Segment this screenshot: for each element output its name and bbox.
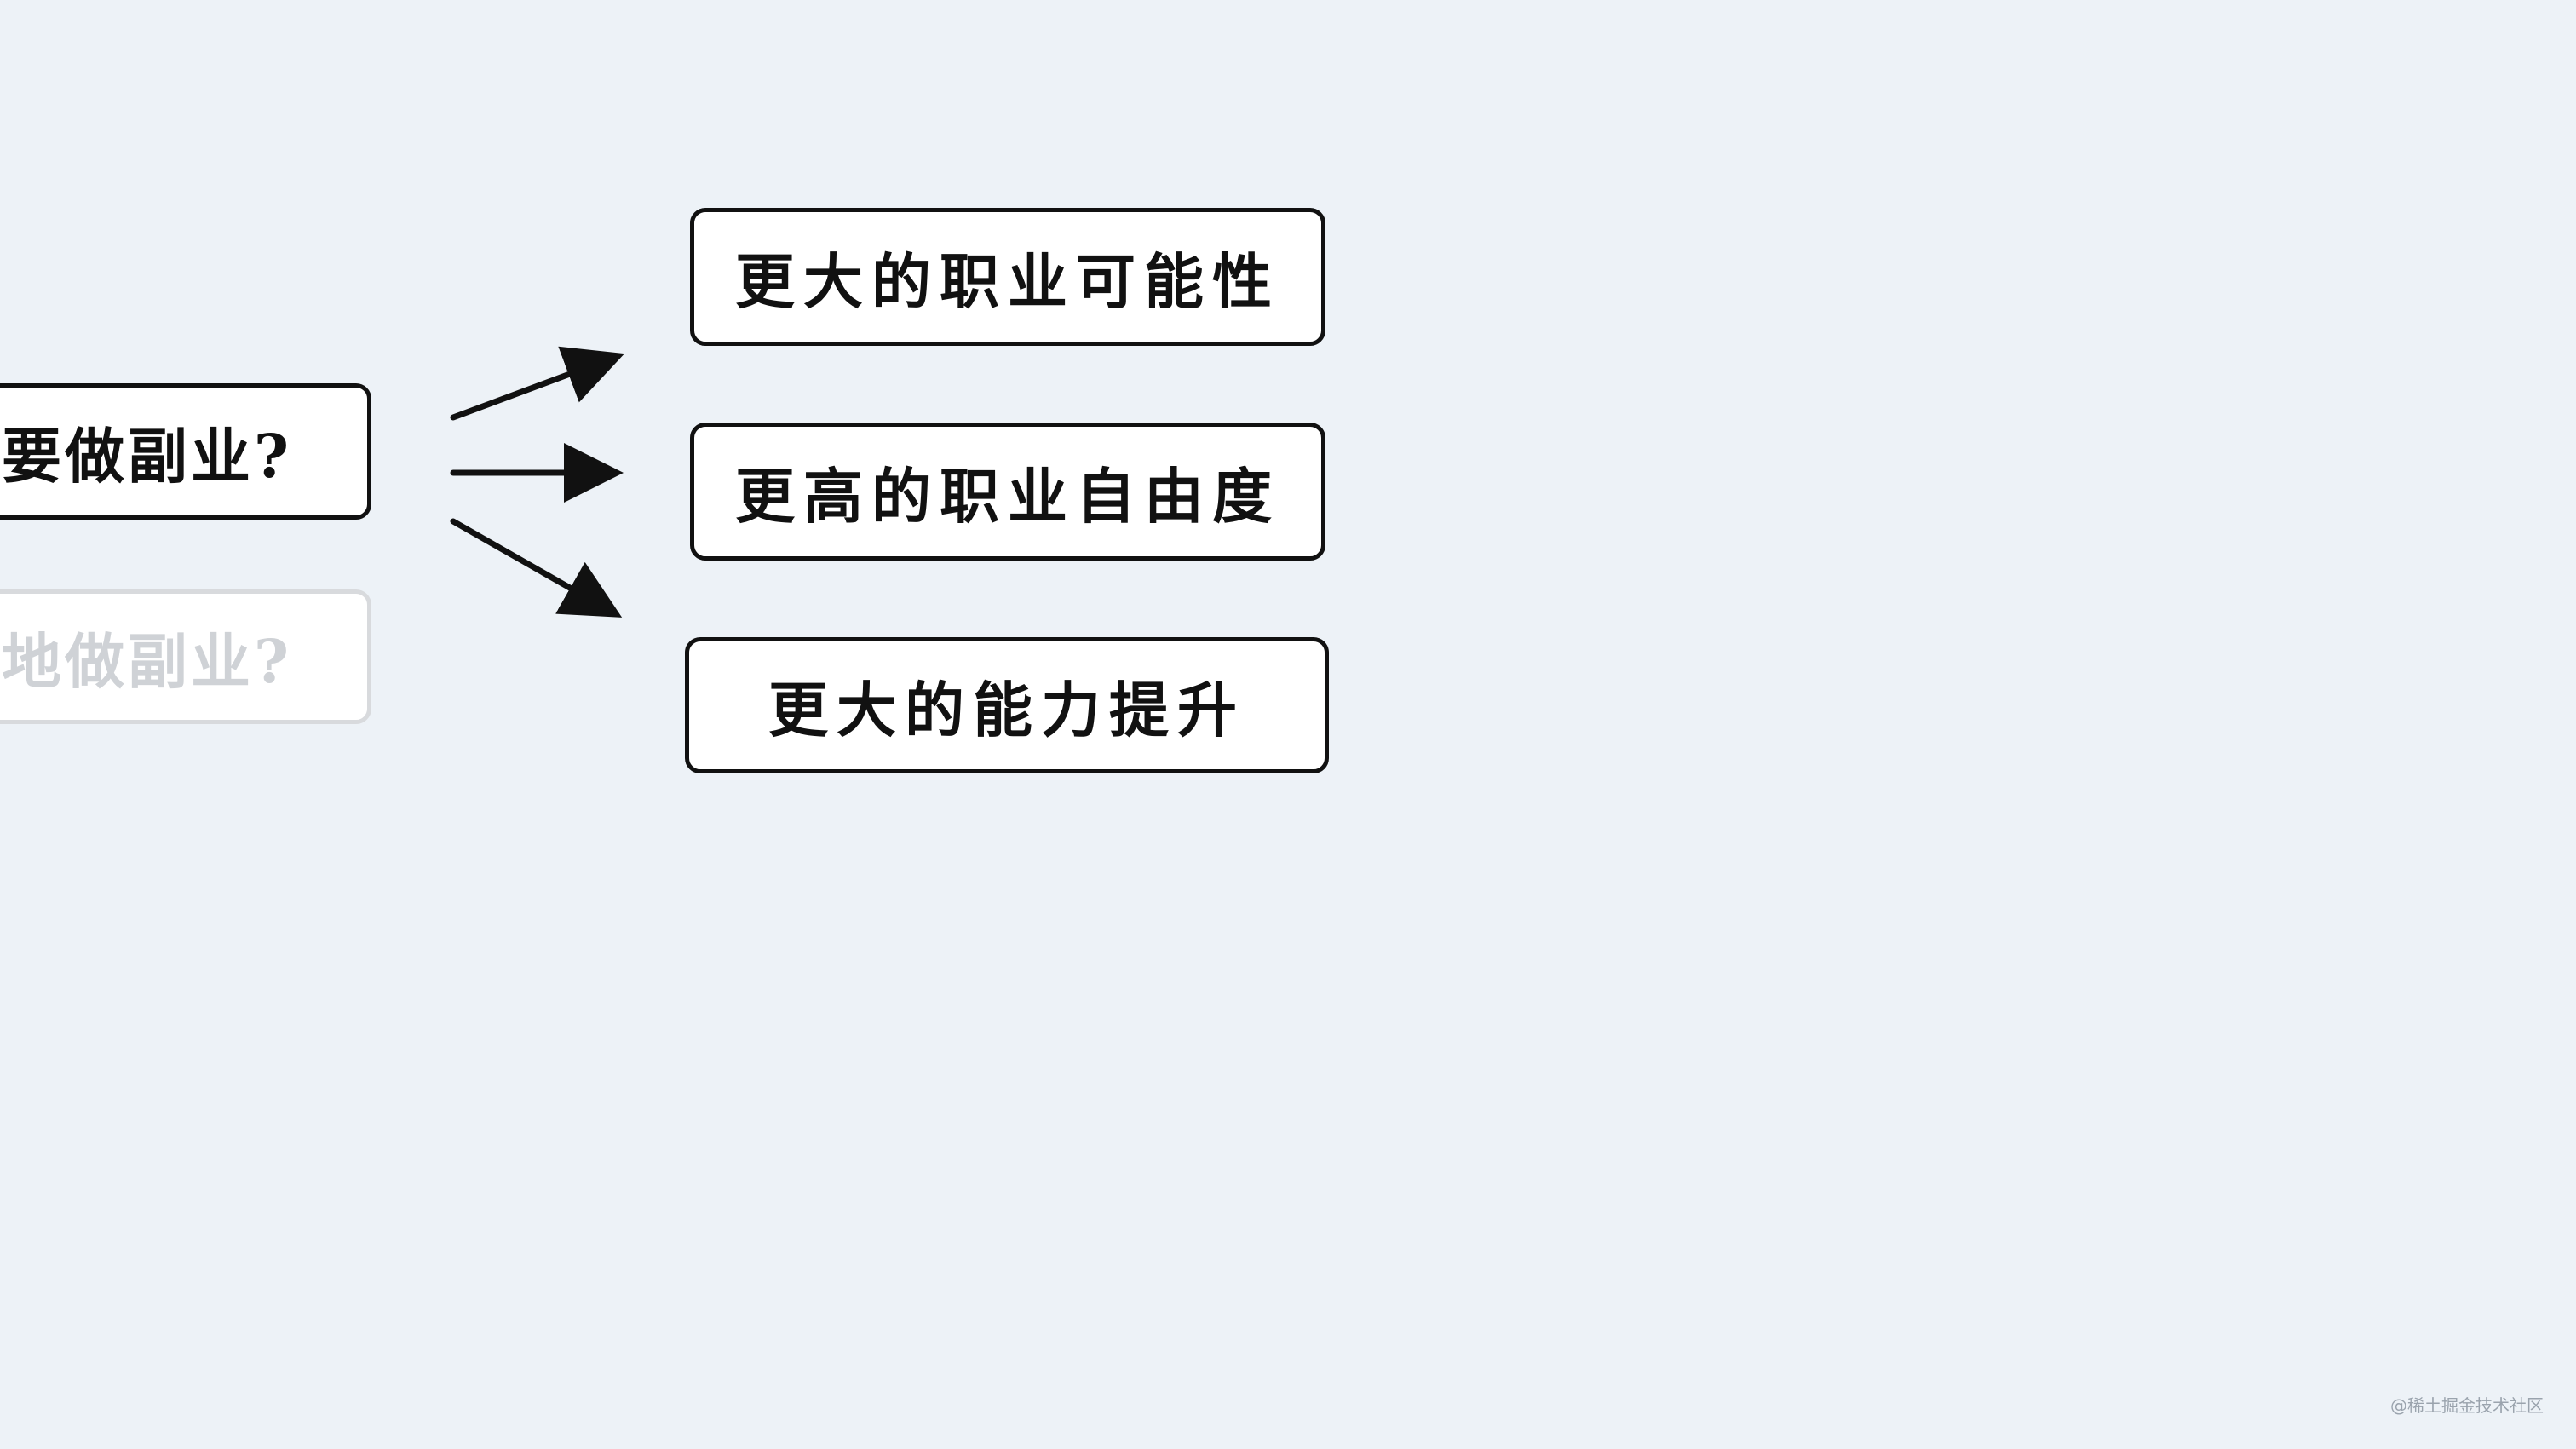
question-text-primary: 要做副业? — [1, 420, 292, 492]
reason-box-3: 更大的能力提升 — [685, 637, 1329, 773]
reason-box-2: 更高的职业自由度 — [690, 423, 1325, 561]
question-box-primary: 要做副业? — [0, 383, 371, 520]
arrow-to-reason-3 — [450, 518, 623, 618]
question-box-secondary: 准地做副业? — [0, 589, 371, 724]
watermark-text: @稀土掘金技术社区 — [2390, 1395, 2544, 1416]
reason-box-1: 更大的职业可能性 — [690, 208, 1325, 346]
reason-text-1: 更大的职业可能性 — [735, 245, 1280, 317]
question-text-secondary: 准地做副业? — [0, 625, 292, 697]
arrow-to-reason-1 — [450, 346, 625, 421]
reason-text-3: 更大的能力提升 — [768, 674, 1245, 745]
reason-text-2: 更高的职业自由度 — [735, 460, 1280, 532]
